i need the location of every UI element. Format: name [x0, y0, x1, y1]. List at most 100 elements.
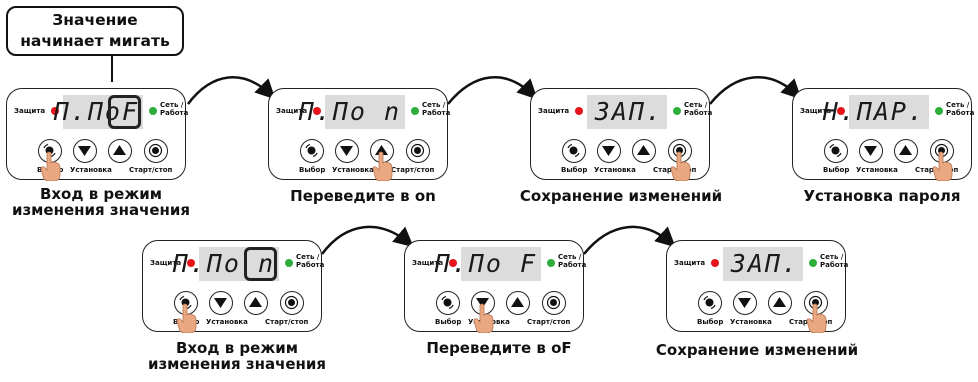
step-caption-3: Сохранение изменений: [516, 188, 726, 204]
up-button[interactable]: [768, 291, 792, 315]
pressing-finger-icon: [806, 303, 827, 333]
start-stop-button[interactable]: [930, 139, 954, 163]
network-label-line1: Сеть /: [558, 253, 582, 261]
network-label-line1: Сеть /: [422, 101, 446, 109]
step-caption-2: Переведите в on: [268, 188, 458, 204]
setting-label: Установка: [332, 166, 374, 174]
network-label: Сеть /Работа: [684, 101, 713, 117]
select-button[interactable]: [436, 291, 460, 315]
callout-line2: начинает мигать: [20, 32, 170, 50]
network-label-line2: Работа: [160, 109, 189, 117]
display: Н.ПАР.: [823, 95, 929, 129]
display: ЗАП.: [723, 247, 803, 281]
display: П.ПоF: [54, 95, 143, 129]
down-button[interactable]: [335, 139, 359, 163]
network-led: [285, 259, 293, 267]
caption-line1: Установка пароля: [803, 187, 961, 205]
start-stop-label: Старт/стоп: [391, 166, 435, 174]
network-led: [809, 259, 817, 267]
pressing-finger-icon: [932, 151, 953, 181]
network-led: [149, 107, 157, 115]
controller-panel-1: Защита П.ПоF Сеть /Работа Выбор Установк…: [6, 88, 189, 181]
network-label-line1: Сеть /: [684, 101, 708, 109]
step-caption-5: Вход в режим изменения значения: [142, 340, 332, 372]
network-led: [411, 107, 419, 115]
up-button[interactable]: [506, 291, 530, 315]
down-button[interactable]: [209, 291, 233, 315]
protection-led: [313, 107, 321, 115]
network-label: Сеть /Работа: [160, 101, 189, 117]
protection-label: Защита: [800, 107, 832, 115]
callout-value-blinks: Значение начинает мигать: [6, 6, 184, 56]
network-label-line2: Работа: [558, 261, 587, 269]
display: П.По n: [299, 95, 405, 129]
step-caption-1: Вход в режим изменения значения: [6, 186, 196, 218]
network-led: [547, 259, 555, 267]
caption-line1: Вход в режим: [175, 339, 299, 357]
blinking-digits-highlight: [244, 247, 277, 281]
caption-line1: Сохранение изменений: [655, 341, 859, 359]
down-button[interactable]: [73, 139, 97, 163]
select-button[interactable]: [174, 291, 198, 315]
caption-line1: Переведите в oF: [426, 339, 572, 357]
start-stop-label: Старт/стоп: [129, 166, 173, 174]
select-label: Выбор: [435, 318, 462, 326]
arrow-3-4: [709, 76, 802, 105]
controller-panel-7: Защита ЗАП. Сеть /Работа Выбор Установка…: [666, 240, 849, 333]
select-button[interactable]: [824, 139, 848, 163]
setting-label: Установка: [70, 166, 112, 174]
display: П.По F: [435, 247, 541, 281]
network-label-line1: Сеть /: [946, 101, 970, 109]
setting-label: Установка: [594, 166, 636, 174]
display-value: Н.ПАР.: [822, 97, 925, 126]
protection-label: Защита: [150, 259, 182, 267]
network-label-line2: Работа: [684, 109, 713, 117]
setting-label: Установка: [730, 318, 772, 326]
start-stop-button[interactable]: [804, 291, 828, 315]
network-label-line2: Работа: [820, 261, 849, 269]
setting-label: Установка: [856, 166, 898, 174]
select-button[interactable]: [300, 139, 324, 163]
start-stop-button[interactable]: [144, 139, 168, 163]
controller-panel-3: Защита ЗАП. Сеть /Работа Выбор Установка…: [530, 88, 713, 181]
pressing-finger-icon: [40, 151, 61, 181]
start-stop-button[interactable]: [280, 291, 304, 315]
network-led: [673, 107, 681, 115]
blinking-digits-highlight: [108, 95, 141, 129]
caption-line1: Переведите в on: [290, 187, 436, 205]
down-button[interactable]: [597, 139, 621, 163]
protection-label: Защита: [14, 107, 46, 115]
up-button[interactable]: [108, 139, 132, 163]
down-button[interactable]: [733, 291, 757, 315]
pressing-finger-icon: [670, 151, 691, 181]
display: ЗАП.: [587, 95, 667, 129]
display-value: ЗАП.: [730, 249, 799, 278]
select-button[interactable]: [562, 139, 586, 163]
select-button[interactable]: [698, 291, 722, 315]
start-stop-button[interactable]: [406, 139, 430, 163]
pressing-finger-icon: [372, 151, 393, 181]
network-label: Сеть /Работа: [422, 101, 450, 117]
select-label: Выбор: [299, 166, 326, 174]
network-led: [935, 107, 943, 115]
up-button[interactable]: [244, 291, 268, 315]
pressing-finger-icon: [176, 303, 197, 333]
start-stop-label: Старт/стоп: [265, 318, 309, 326]
network-label: Сеть /Работа: [820, 253, 849, 269]
step-caption-7: Сохранение изменений: [652, 342, 862, 358]
protection-led: [187, 259, 195, 267]
select-label: Выбор: [823, 166, 850, 174]
up-button[interactable]: [632, 139, 656, 163]
down-button[interactable]: [859, 139, 883, 163]
protection-led: [711, 259, 719, 267]
setting-label: Установка: [206, 318, 248, 326]
caption-line1: Вход в режим: [39, 185, 163, 203]
controller-panel-6: Защита П.По F Сеть /Работа Выбор Установ…: [404, 240, 587, 333]
network-label-line1: Сеть /: [820, 253, 844, 261]
step-caption-4: Установка пароля: [792, 188, 972, 204]
start-stop-button[interactable]: [542, 291, 566, 315]
network-label-line2: Работа: [296, 261, 325, 269]
up-button[interactable]: [894, 139, 918, 163]
